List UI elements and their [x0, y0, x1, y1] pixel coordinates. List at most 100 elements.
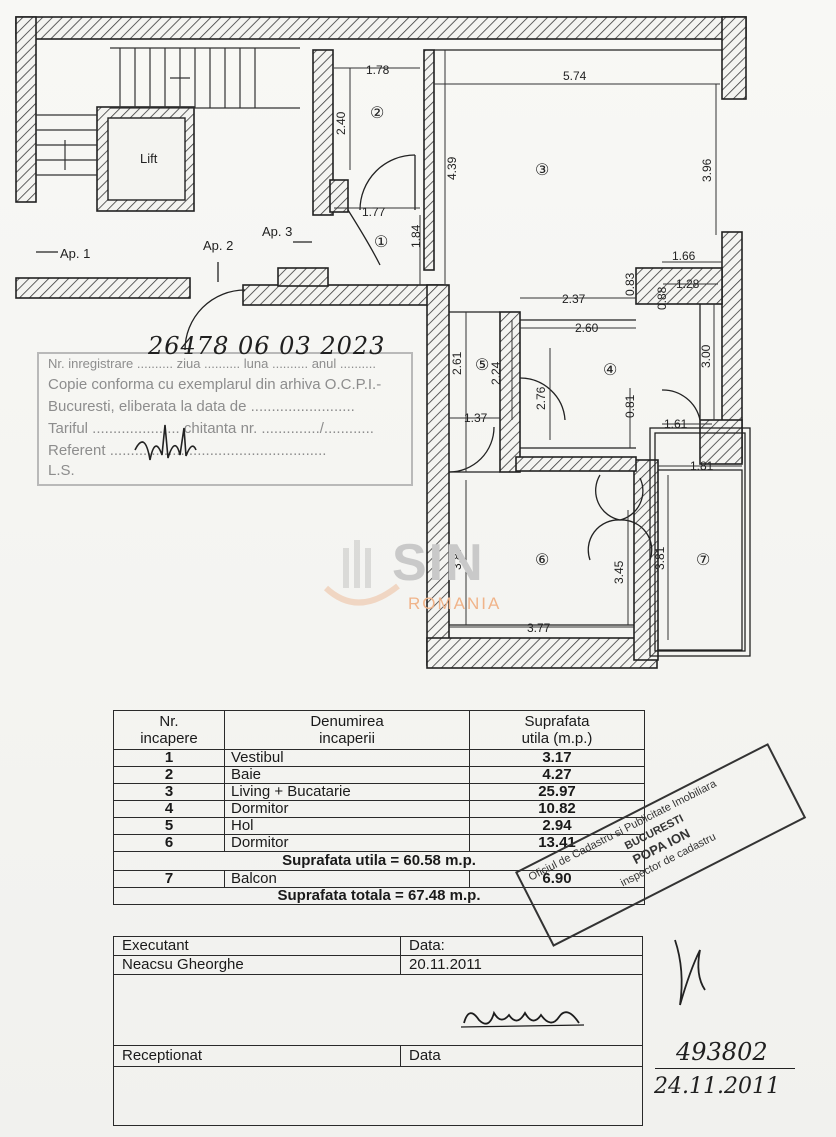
room-number-4: ④	[603, 362, 617, 379]
useful-total-row: Suprafata utila = 60.58 m.p.	[113, 851, 645, 871]
executant-label-row: Executant Data:	[114, 937, 642, 956]
dim-1-37: 1.37	[464, 411, 488, 425]
handwritten-date: 24.11.2011	[654, 1074, 780, 1099]
row-nr: 6	[113, 834, 225, 852]
table-row: 6 Dormitor 13.41	[113, 834, 645, 852]
dim-1-28: 1.28	[676, 277, 700, 291]
executor-block: Executant Data: Neacsu Gheorghe 20.11.20…	[113, 936, 643, 1126]
stamp-line-6: L.S.	[48, 462, 75, 479]
table-row: 1 Vestibul 3.17	[113, 749, 645, 767]
header-name: Denumirea incaperii	[224, 710, 470, 750]
executant-signature-area	[114, 975, 642, 1046]
room-number-2: ②	[370, 105, 384, 122]
row-nr: 7	[113, 870, 225, 888]
row-name: Dormitor	[224, 800, 470, 818]
handwritten-underline	[655, 1068, 795, 1069]
dim-3-00: 3.00	[699, 344, 713, 368]
inspector-signature	[674, 939, 706, 1006]
received-label: Receptionat	[114, 1046, 401, 1066]
dim-3-45: 3.45	[612, 560, 626, 584]
room-number-6: ⑥	[535, 552, 549, 569]
ap3-label: Ap. 3	[262, 224, 292, 239]
copy-stamp-box	[37, 352, 413, 486]
row-area: 10.82	[469, 800, 645, 818]
stamp-line-5: Referent ...............................…	[48, 442, 327, 459]
handwritten-number: 493802	[676, 1038, 768, 1066]
row-name: Living + Bucatarie	[224, 783, 470, 801]
dim-0-81: 0.81	[623, 394, 637, 418]
dim-4-39: 4.39	[445, 156, 459, 180]
dim-2-61: 2.61	[450, 351, 464, 375]
row-nr: 5	[113, 817, 225, 835]
table-header-row: Nr. incapere Denumirea incaperii Suprafa…	[113, 710, 645, 750]
date-value: 20.11.2011	[409, 956, 482, 973]
table-row: 2 Baie 4.27	[113, 766, 645, 784]
dim-1-77: 1.77	[362, 205, 386, 219]
header-area: Suprafata utila (m.p.)	[469, 710, 645, 750]
dim-2-24: 2.24	[489, 361, 503, 385]
lift-label: Lift	[140, 151, 158, 166]
dim-5-74: 5.74	[563, 69, 587, 83]
received-date-label: Data	[409, 1047, 441, 1064]
stamp-line-1: Nr. inregistrare .......... ziua .......…	[48, 356, 377, 371]
executant-signature	[460, 1010, 585, 1028]
date-label: Data:	[409, 937, 445, 954]
registration-number: 26478 06 03 2023	[148, 332, 386, 360]
row-name: Hol	[224, 817, 470, 835]
stamp-line-3: Bucuresti, eliberata la data de ........…	[48, 398, 355, 415]
room-number-7: ⑦	[696, 552, 710, 569]
row-nr: 3	[113, 783, 225, 801]
watermark-logo-icon	[323, 540, 400, 606]
rooms-table: Nr. incapere Denumirea incaperii Suprafa…	[113, 710, 645, 905]
row-name: Baie	[224, 766, 470, 784]
dim-3-87: 3.87	[450, 546, 464, 570]
dim-1-61: 1.61	[664, 417, 688, 431]
row-name: Dormitor	[224, 834, 470, 852]
row-area: 25.97	[469, 783, 645, 801]
dim-1-78: 1.78	[366, 63, 390, 77]
dim-0-83: 0.83	[623, 272, 637, 296]
ap1-label: Ap. 1	[60, 246, 90, 261]
room-number-1: ①	[374, 234, 388, 251]
header-nr: Nr. incapere	[113, 710, 225, 750]
referent-signature	[134, 424, 197, 461]
dim-3-81: 3.81	[653, 546, 667, 570]
table-row: 3 Living + Bucatarie 25.97	[113, 783, 645, 801]
watermark-country: ROMANIA	[408, 594, 502, 613]
dim-3-77: 3.77	[527, 621, 551, 635]
dim-2-37: 2.37	[562, 292, 586, 306]
stamp-line-4: Tariful ..................... chitanta n…	[48, 420, 374, 437]
dim-3-96: 3.96	[700, 158, 714, 182]
dim-1-66: 1.66	[672, 249, 696, 263]
row-area: 3.17	[469, 749, 645, 767]
row-nr: 2	[113, 766, 225, 784]
row-area: 4.27	[469, 766, 645, 784]
executant-name: Neacsu Gheorghe	[114, 956, 401, 974]
stairs	[36, 47, 300, 176]
dim-2-76: 2.76	[534, 386, 548, 410]
room-number-3: ③	[535, 162, 549, 179]
dim-2-60: 2.60	[575, 321, 599, 335]
dim-0-88: 0.88	[655, 286, 669, 310]
ap2-label: Ap. 2	[203, 238, 233, 253]
grand-total: Suprafata totala = 67.48 m.p.	[113, 887, 645, 905]
table-row: 4 Dormitor 10.82	[113, 800, 645, 818]
received-row: Receptionat Data	[114, 1046, 642, 1067]
row-nr: 4	[113, 800, 225, 818]
floor-plan: Lift	[15, 16, 751, 669]
stamp-line-2: Copie conforma cu exemplarul din arhiva …	[48, 376, 382, 393]
dim-1-84: 1.84	[409, 224, 423, 248]
executant-label: Executant	[114, 937, 401, 955]
grand-total-row: Suprafata totala = 67.48 m.p.	[113, 887, 645, 905]
useful-total: Suprafata utila = 60.58 m.p.	[113, 851, 645, 871]
executant-value-row: Neacsu Gheorghe 20.11.2011	[114, 956, 642, 975]
row-name: Vestibul	[224, 749, 470, 767]
watermark-brand: SIN	[392, 534, 485, 592]
row-name: Balcon	[224, 870, 470, 888]
received-blank-area	[114, 1067, 642, 1125]
room-number-5: ⑤	[475, 357, 489, 374]
table-row: 5 Hol 2.94	[113, 817, 645, 835]
dim-1-81: 1.81	[690, 459, 714, 473]
row-nr: 1	[113, 749, 225, 767]
